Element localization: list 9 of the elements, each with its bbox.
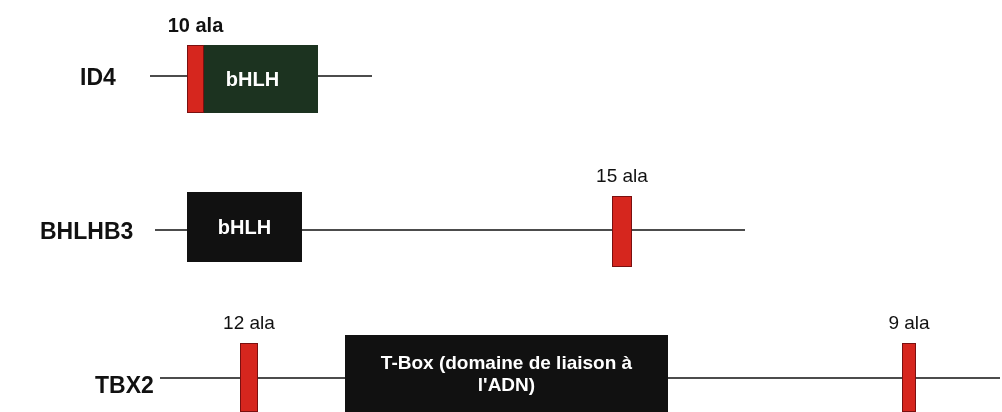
- alanine-count-label: 10 ala: [167, 14, 224, 37]
- t-box-domain-box: T-Box (domaine de liaison à l'ADN): [345, 335, 668, 412]
- protein-name: TBX2: [95, 372, 154, 399]
- alanine-count-label: 12 ala: [223, 312, 275, 334]
- alanine-count-label: 9 ala: [888, 312, 930, 334]
- protein-name: BHLHB3: [40, 218, 134, 245]
- alanine-count-label: 15 ala: [596, 165, 648, 187]
- bhlh-domain-box: bHLH: [187, 192, 302, 262]
- protein-name: ID4: [80, 64, 116, 91]
